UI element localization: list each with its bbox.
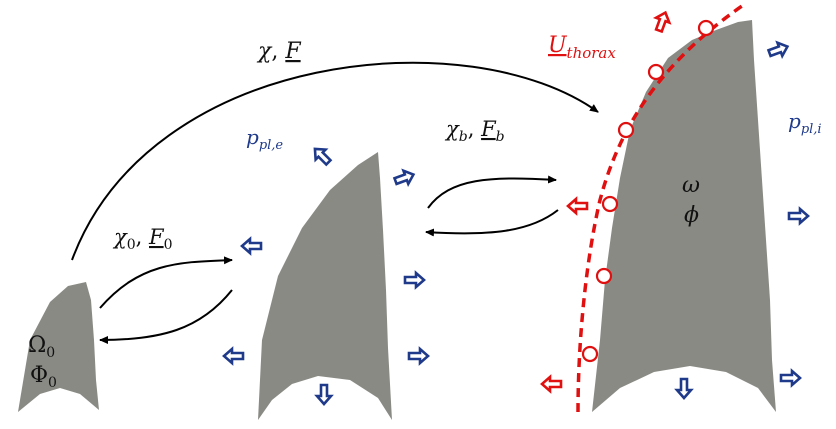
label-omega-current: ω: [682, 173, 700, 198]
contact-point-icon: [581, 345, 599, 363]
contact-points: [581, 19, 715, 363]
lung-intermediate: [258, 152, 392, 420]
mapping-arrow-total: [71, 61, 599, 261]
thorax-arrows: [540, 10, 672, 394]
thorax-arrow-icon: [540, 374, 563, 394]
mapping-arrow-0-back: [99, 289, 233, 344]
thorax-arrow-icon: [652, 10, 672, 34]
pressure-arrow-icon: [674, 377, 694, 400]
contact-point-icon: [595, 267, 613, 285]
label-phi-current: ϕ: [684, 203, 699, 228]
pressure-arrow-icon: [392, 168, 416, 188]
pressure-arrow-icon: [313, 147, 333, 167]
thorax-arrow-icon: [566, 196, 589, 216]
contact-point-icon: [601, 195, 619, 213]
lung-current: [592, 20, 776, 412]
pressure-arrow-icon: [787, 206, 810, 226]
pressure-arrow-icon: [766, 40, 790, 60]
pressure-arrow-icon: [222, 346, 245, 366]
label-p-pl-e: ppl,e: [246, 125, 283, 153]
pressure-arrow-icon: [407, 346, 430, 366]
thorax-boundary-curve: [576, 4, 743, 413]
label-map-total: χ, F: [256, 39, 301, 64]
pressure-arrow-icon: [240, 236, 263, 256]
label-p-pl-i: ppl,i: [788, 109, 822, 137]
pressure-arrow-icon: [779, 368, 802, 388]
pressure-arrow-icon: [314, 383, 334, 406]
mapping-arrow-b-back: [425, 209, 559, 237]
contact-point-icon: [647, 63, 665, 81]
label-u-thorax: Uthorax: [548, 33, 616, 62]
label-omega-ref: Ω0: [28, 333, 55, 361]
mapping-arrow-0-forward: [99, 256, 233, 309]
label-phi-ref: Φ0: [30, 363, 57, 391]
contact-point-icon: [617, 121, 635, 139]
label-map-b: χb, Fb: [444, 117, 505, 145]
contact-point-icon: [697, 19, 715, 37]
mapping-arrow-b-forward: [427, 175, 557, 209]
label-map-0: χ0, F0: [112, 225, 173, 253]
pressure-arrow-icon: [403, 270, 426, 290]
lung-reference: [18, 282, 99, 412]
pressure-arrows: [222, 40, 810, 406]
